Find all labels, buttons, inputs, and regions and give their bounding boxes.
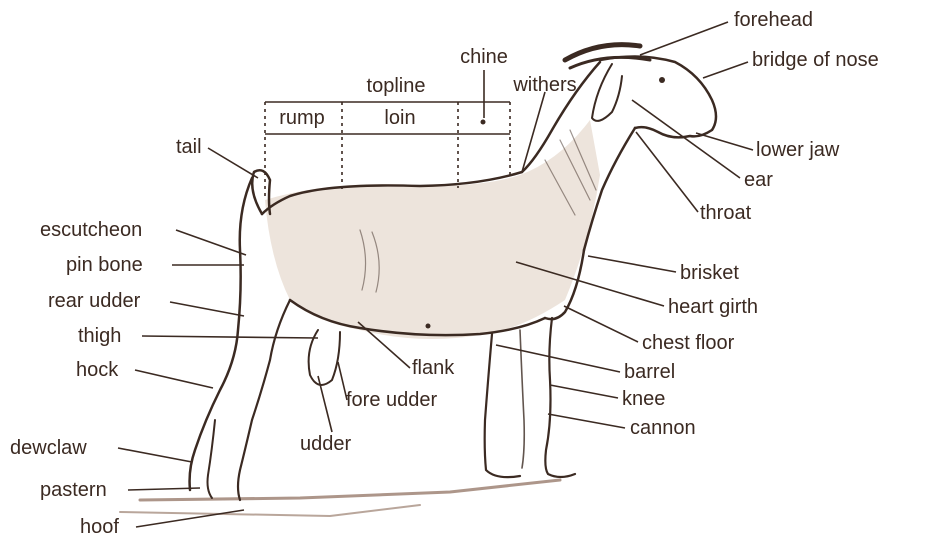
leader-lower-jaw bbox=[696, 133, 753, 150]
label-brisket: brisket bbox=[680, 263, 739, 283]
leader-rear-udder bbox=[170, 302, 244, 316]
leader-ear bbox=[632, 100, 740, 178]
label-ear: ear bbox=[744, 170, 773, 190]
leader-tail bbox=[208, 148, 258, 178]
goat-eye bbox=[659, 77, 665, 83]
label-flank: flank bbox=[412, 358, 454, 378]
label-heart-girth: heart girth bbox=[668, 297, 758, 317]
label-knee: knee bbox=[622, 389, 665, 409]
leader-forehead bbox=[640, 22, 728, 55]
label-chine: chine bbox=[460, 47, 508, 67]
leader-throat bbox=[636, 132, 698, 212]
ground-shadow bbox=[140, 480, 560, 500]
label-thigh: thigh bbox=[78, 326, 121, 346]
label-topline: topline bbox=[367, 76, 426, 96]
leader-thigh bbox=[142, 336, 318, 338]
goat-ear-outline bbox=[592, 64, 622, 121]
label-rear-udder: rear udder bbox=[48, 291, 140, 311]
label-lower-jaw: lower jaw bbox=[756, 140, 839, 160]
ground-line bbox=[120, 505, 420, 516]
label-hock: hock bbox=[76, 360, 118, 380]
label-barrel: barrel bbox=[624, 362, 675, 382]
label-cannon: cannon bbox=[630, 418, 696, 438]
leader-bridge-of-nose bbox=[703, 62, 748, 78]
goat-front-leg-back bbox=[485, 334, 520, 477]
label-loin: loin bbox=[384, 108, 415, 128]
label-pastern: pastern bbox=[40, 480, 107, 500]
flank-dot bbox=[426, 324, 431, 329]
label-chest-floor: chest floor bbox=[642, 333, 734, 353]
label-withers: withers bbox=[513, 75, 576, 95]
label-pin-bone: pin bone bbox=[66, 255, 143, 275]
leader-barrel bbox=[496, 345, 620, 372]
goat-hind-leg-2 bbox=[208, 420, 216, 498]
label-throat: throat bbox=[700, 203, 751, 223]
goat-rear-leg-inner bbox=[238, 300, 290, 500]
label-hoof: hoof bbox=[80, 517, 119, 537]
label-tail: tail bbox=[176, 137, 202, 157]
goat-body-shade bbox=[265, 120, 600, 339]
label-forehead: forehead bbox=[734, 10, 813, 30]
label-rump: rump bbox=[279, 108, 325, 128]
label-fore-udder: fore udder bbox=[346, 390, 437, 410]
leader-cannon bbox=[548, 414, 625, 428]
label-udder: udder bbox=[300, 434, 351, 454]
leader-chest-floor bbox=[564, 306, 638, 342]
label-escutcheon: escutcheon bbox=[40, 220, 142, 240]
goat-front-leg-front bbox=[545, 318, 575, 477]
leader-knee bbox=[550, 385, 618, 398]
leader-hock bbox=[135, 370, 213, 388]
leader-escutcheon bbox=[176, 230, 246, 255]
label-bridge-of-nose: bridge of nose bbox=[752, 50, 879, 70]
label-dewclaw: dewclaw bbox=[10, 438, 87, 458]
chine-dot bbox=[481, 120, 486, 125]
leader-dewclaw bbox=[118, 448, 192, 462]
goat-rear-outline bbox=[190, 178, 252, 490]
leader-brisket bbox=[588, 256, 676, 272]
